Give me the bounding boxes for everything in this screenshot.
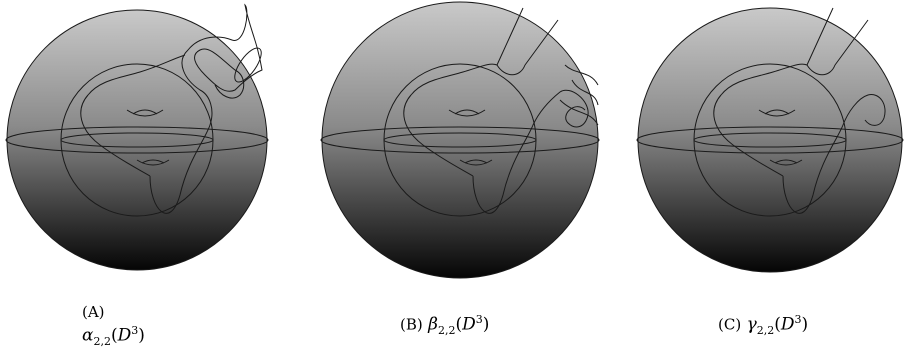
panel-c-diagram	[637, 8, 903, 272]
caption-c: (C) γ2,2(D3)	[718, 313, 808, 337]
caption-c-subscript: 2,2	[757, 324, 775, 337]
ball-boundary	[7, 10, 267, 270]
caption-a-label: (A)	[82, 303, 105, 321]
caption-a: (A) α2,2(D3)	[82, 302, 145, 348]
caption-b: (B) β2,2(D3)	[400, 313, 489, 337]
caption-a-arg: D	[118, 326, 132, 346]
caption-b-symbol: β	[428, 315, 438, 335]
caption-a-symbol: α	[82, 326, 93, 346]
caption-b-arg: D	[462, 315, 476, 335]
caption-b-exponent: 3	[476, 313, 483, 326]
ball-boundary	[638, 8, 902, 272]
caption-b-label: (B)	[400, 316, 423, 334]
ball-boundary	[322, 2, 598, 278]
caption-c-exponent: 3	[795, 313, 802, 326]
caption-c-symbol: γ	[747, 315, 757, 335]
panel-b-diagram	[321, 2, 599, 278]
caption-c-arg: D	[781, 315, 795, 335]
caption-a-subscript: 2,2	[93, 335, 111, 348]
panel-a-diagram	[6, 5, 268, 270]
figure-canvas	[0, 0, 910, 290]
caption-c-label: (C)	[718, 316, 741, 334]
caption-b-subscript: 2,2	[438, 324, 456, 337]
